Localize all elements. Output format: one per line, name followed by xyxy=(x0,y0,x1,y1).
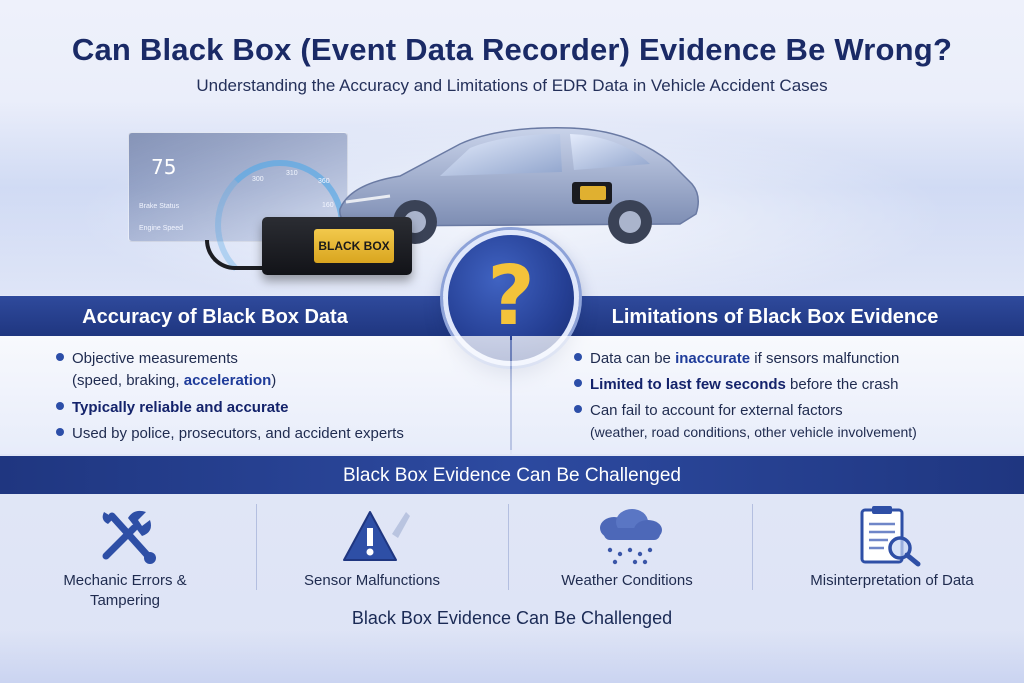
bullet-text: Used by police, prosecutors, and acciden… xyxy=(72,425,404,442)
factor-mechanic-errors: Mechanic Errors & Tampering xyxy=(20,496,230,609)
bullet-highlight: acceleration xyxy=(183,372,272,389)
rain-cloud-icon xyxy=(600,509,662,565)
tools-icon xyxy=(102,510,156,564)
bullet-text: Objective measurements xyxy=(72,350,238,367)
factor-separator xyxy=(508,504,509,590)
accuracy-bullet-1-cont: (speed, braking, acceleration) xyxy=(72,372,276,389)
factor-misinterpretation: Misinterpretation of Data xyxy=(762,496,1022,606)
bullet-dot xyxy=(574,379,582,388)
car-illustration xyxy=(339,127,699,244)
factor-weather-conditions: Weather Conditions xyxy=(512,496,742,606)
accuracy-bullet-2: Typically reliable and accurate xyxy=(56,399,289,416)
page-subtitle: Understanding the Accuracy and Limitatio… xyxy=(196,76,828,95)
factor-label: Sensor Malfunctions xyxy=(304,572,440,589)
dashboard-line-brake: Brake Status xyxy=(139,203,180,210)
factor-label: Mechanic Errors & xyxy=(63,572,187,589)
factor-label: Weather Conditions xyxy=(561,572,693,589)
limitations-heading: Limitations of Black Box Evidence xyxy=(611,306,939,328)
gauge-tick: 310 xyxy=(286,170,298,177)
factor-separator xyxy=(256,504,257,590)
bullet-text: (speed, braking, xyxy=(72,372,184,389)
factor-label: Misinterpretation of Data xyxy=(810,572,974,589)
bullet-dot xyxy=(56,402,64,411)
accuracy-bullet-1: Objective measurements xyxy=(56,350,238,367)
limitations-bullet-3-cont: (weather, road conditions, other vehicle… xyxy=(590,424,917,440)
accuracy-panel xyxy=(0,336,510,454)
black-box-device: BLACK BOX xyxy=(262,217,412,275)
challenge-factors: Mechanic Errors & Tampering Sensor Malfu… xyxy=(0,496,1024,609)
warning-icon xyxy=(343,511,410,561)
accuracy-heading: Accuracy of Black Box Data xyxy=(82,306,348,328)
bullet-text: ) xyxy=(271,372,277,389)
bullet-dot xyxy=(56,353,64,362)
footer-text: Black Box Evidence Can Be Challenged xyxy=(351,608,673,628)
accuracy-band xyxy=(0,296,470,336)
factor-label: Tampering xyxy=(89,592,161,609)
bullet-dot xyxy=(574,405,582,414)
accuracy-bullet-3: Used by police, prosecutors, and acciden… xyxy=(56,425,404,442)
bullet-dot xyxy=(574,353,582,362)
black-box-label: BLACK BOX xyxy=(314,229,394,263)
panel-divider xyxy=(510,340,512,450)
dashboard-line-engine: Engine Speed xyxy=(139,225,183,232)
limitations-bullet-3: Can fail to account for external factors xyxy=(574,402,843,419)
limitations-bullet-2: Limited to last few seconds before the c… xyxy=(574,376,898,393)
limitations-panel xyxy=(512,336,1024,454)
bullet-text: before the crash xyxy=(785,376,899,393)
challenged-band xyxy=(0,456,1024,494)
factor-separator xyxy=(752,504,753,590)
gauge-tick: 300 xyxy=(252,176,264,183)
bullet-text: Data can be xyxy=(590,350,676,367)
gauge-tick: 160 xyxy=(322,202,334,209)
bottom-wave xyxy=(0,630,1024,683)
question-mark-glyph: ? xyxy=(487,249,535,344)
bullet-highlight: inaccurate xyxy=(675,350,751,367)
limitations-bullet-1: Data can be inaccurate if sensors malfun… xyxy=(574,350,899,367)
factor-sensor-malfunctions: Sensor Malfunctions xyxy=(262,496,482,606)
page-title: Can Black Box (Event Data Recorder) Evid… xyxy=(71,32,953,67)
gauge-tick: 360 xyxy=(318,178,330,185)
limitations-band xyxy=(554,296,1024,336)
hero-illustration: 75 Brake Status Engine Speed 300 310 360… xyxy=(0,100,1024,295)
challenged-heading: Black Box Evidence Can Be Challenged xyxy=(343,465,681,486)
dashboard-speed: 75 xyxy=(151,155,177,179)
bullet-text: Can fail to account for external factors xyxy=(590,402,843,419)
bullet-dot xyxy=(56,428,64,437)
bullet-highlight: Limited to last few seconds xyxy=(590,376,786,393)
bullet-highlight: Typically reliable and accurate xyxy=(72,399,289,416)
document-magnifier-icon xyxy=(860,506,921,567)
bullet-text: if sensors malfunction xyxy=(750,350,900,367)
